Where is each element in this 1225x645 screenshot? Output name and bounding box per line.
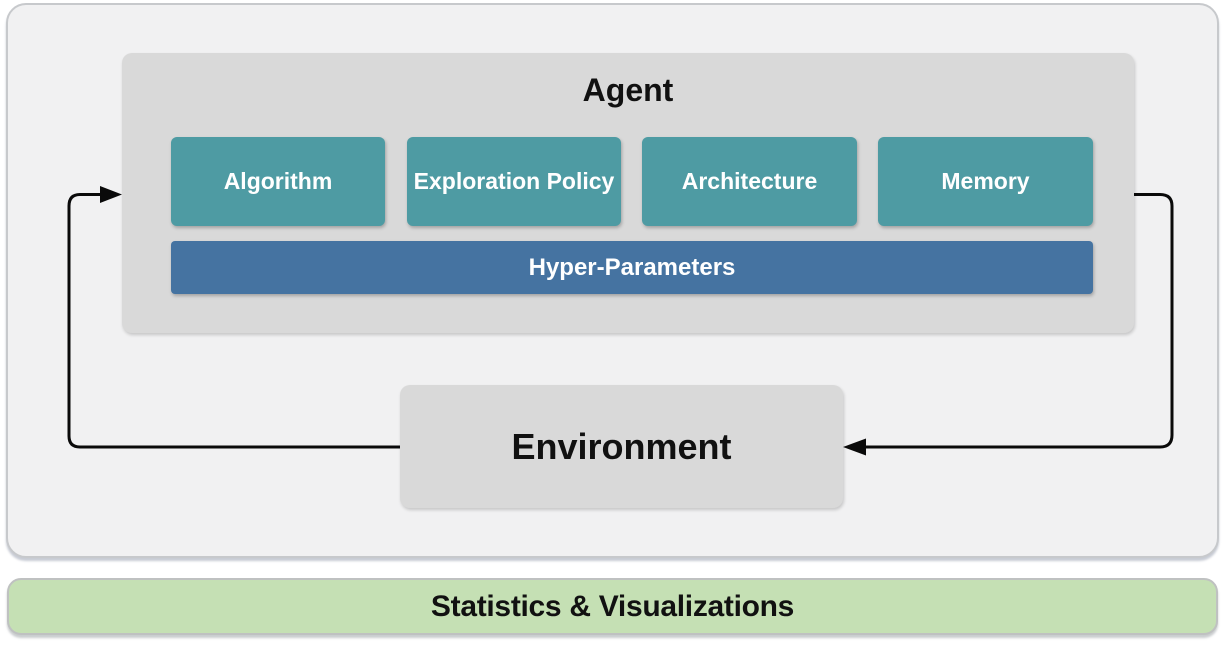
agent-title: Agent	[582, 72, 674, 108]
module-architecture: Architecture	[642, 137, 857, 226]
statistics-visualizations-bar: Statistics & Visualizations	[7, 578, 1218, 635]
module-algorithm: Algorithm	[171, 137, 385, 226]
hyper-parameters-bar: Hyper-Parameters	[171, 241, 1093, 294]
module-memory-label: Memory	[941, 168, 1030, 194]
module-exploration-policy-label: Exploration Policy	[413, 168, 615, 194]
statistics-visualizations-label: Statistics & Visualizations	[430, 589, 795, 623]
module-algorithm-label: Algorithm	[223, 168, 333, 194]
environment-title: Environment	[511, 425, 732, 467]
hyper-parameters-label: Hyper-Parameters	[528, 253, 736, 281]
module-exploration-policy: Exploration Policy	[407, 137, 621, 226]
module-architecture-label: Architecture	[681, 168, 818, 194]
environment-box: Environment	[400, 385, 843, 508]
module-memory: Memory	[878, 137, 1093, 226]
